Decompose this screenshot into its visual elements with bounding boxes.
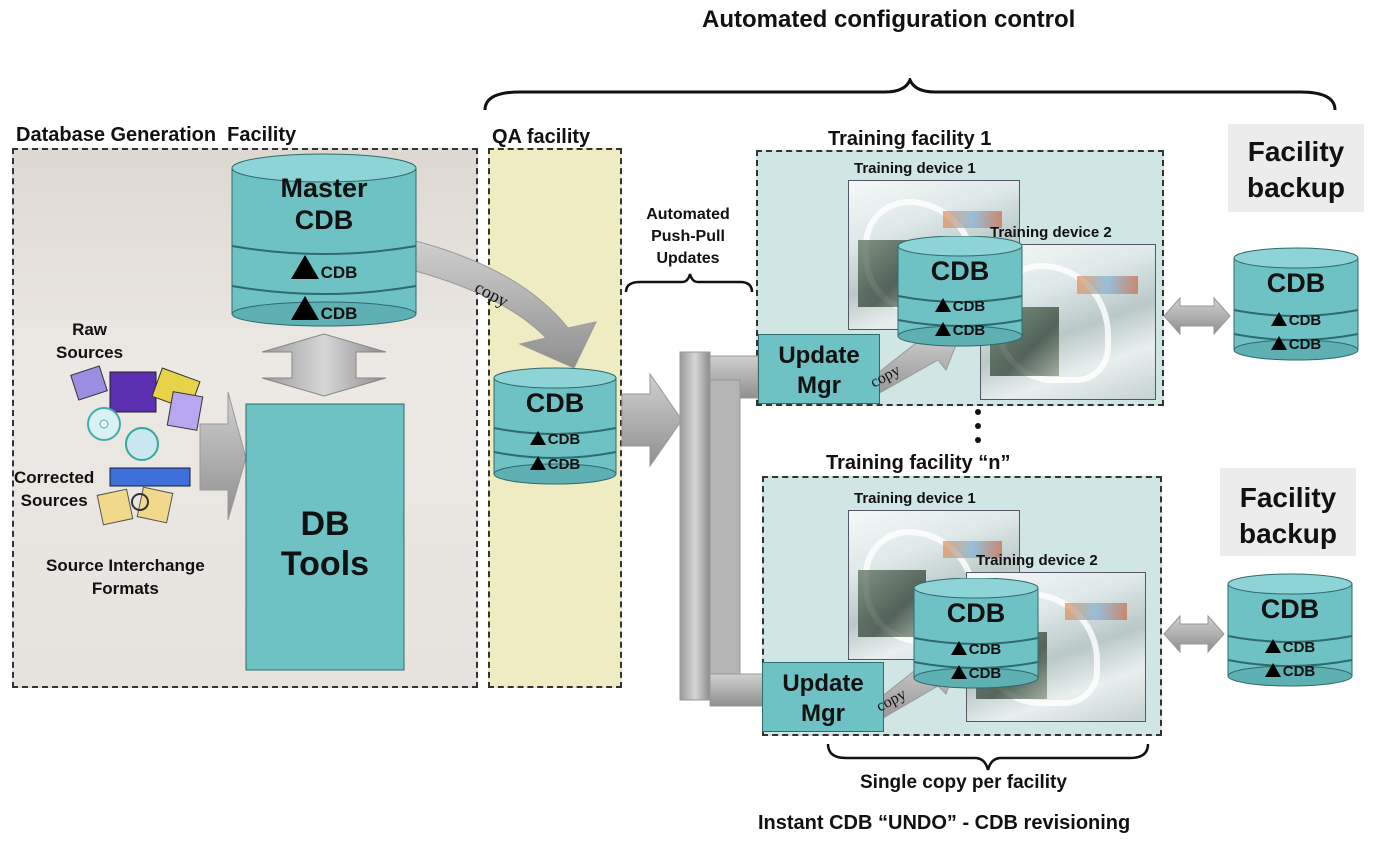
distribution-trunk: [679, 351, 711, 701]
revision-triangle-icon: [934, 322, 951, 336]
db-generation-label: Database Generation Facility: [16, 124, 297, 146]
qa-cdb-layer-2: CDB: [494, 456, 616, 473]
tfn-device-1-label: Training device 1: [854, 490, 976, 507]
training-facility-1-label: Training facility 1: [828, 128, 992, 150]
tfn-backup-double-arrow: [1163, 614, 1225, 654]
ellipsis-dot: [975, 423, 981, 429]
revision-triangle-icon: [950, 641, 967, 655]
backup-2-cdb-label: CDB: [1260, 594, 1320, 624]
corrected-sources-label: Corrected Sources: [14, 468, 95, 510]
bottom-brace: [826, 743, 1150, 771]
tfn-device-2-label: Training device 2: [976, 552, 1098, 569]
backup-1-layer-2: CDB: [1234, 336, 1358, 353]
qa-label: QA facility: [492, 126, 591, 148]
revision-triangle-icon: [950, 665, 967, 679]
tfn-cdb-layer-2: CDB: [912, 665, 1040, 682]
db-tools-label: DB Tools: [280, 505, 370, 583]
branch-to-tfn: [709, 673, 765, 707]
tfn-cdb-layer-1: CDB: [912, 641, 1040, 658]
tf1-device-1-label: Training device 1: [854, 160, 976, 177]
backup-1-cdb-label: CDB: [1266, 268, 1326, 298]
revision-triangle-icon: [529, 431, 546, 445]
distribution-trunk-inner: [709, 361, 741, 701]
sources-clipart: [70, 365, 204, 526]
master-cdb-layer-2: CDB: [232, 296, 416, 324]
revision-triangle-icon: [1270, 336, 1287, 350]
revision-triangle-icon: [1264, 663, 1281, 677]
ellipsis-dot: [975, 409, 981, 415]
revision-triangle-icon: [1270, 312, 1287, 326]
backup-1-label: Facility backup: [1246, 136, 1346, 203]
revision-triangle-icon: [934, 298, 951, 312]
backup-2-cylinder: [1227, 573, 1353, 687]
tf1-cdb-layer-1: CDB: [896, 298, 1024, 315]
backup-2-label: Facility backup: [1238, 482, 1338, 549]
backup-2-layer-1: CDB: [1228, 639, 1352, 656]
tfn-update-manager: Update Mgr: [762, 662, 884, 732]
tf1-cdb-layer-2: CDB: [896, 322, 1024, 339]
revision-triangle-icon: [1264, 639, 1281, 653]
tf1-cdb-label: CDB: [930, 256, 990, 286]
undo-label: Instant CDB “UNDO” - CDB revisioning: [758, 812, 1131, 834]
push-pull-label: Automated Push-Pull Updates: [646, 206, 730, 267]
backup-2-layer-2: CDB: [1228, 663, 1352, 680]
backup-1-panel: [1228, 124, 1364, 212]
revision-triangle-icon: [290, 255, 319, 279]
tf1-backup-double-arrow: [1163, 296, 1231, 336]
diagram-title: Automated configuration control: [702, 6, 1076, 33]
qa-cdb-label: CDB: [525, 388, 585, 418]
tf1-cdb-cylinder: [897, 236, 1023, 347]
master-cdb-layer-1: CDB: [232, 255, 416, 283]
revision-triangle-icon: [290, 296, 319, 320]
backup-1-layer-1: CDB: [1234, 312, 1358, 329]
master-cdb-cylinder: [231, 153, 417, 327]
training-facility-n-label: Training facility “n”: [826, 452, 1011, 474]
master-tools-double-arrow: [261, 333, 387, 397]
tfn-cdb-cylinder: [913, 578, 1039, 689]
ellipsis-dot: [975, 437, 981, 443]
push-pull-brace: [624, 273, 754, 293]
sources-to-tools-arrow: [199, 391, 247, 521]
master-cdb-label: Master CDB: [280, 173, 368, 235]
qa-to-trunk-arrow: [621, 372, 683, 468]
qa-cdb-layer-1: CDB: [494, 431, 616, 448]
tf1-update-manager: Update Mgr: [758, 334, 880, 404]
raw-sources-label: Raw Sources: [56, 320, 124, 362]
qa-cdb-cylinder: [493, 367, 617, 485]
top-brace: [483, 78, 1337, 111]
single-copy-label: Single copy per facility: [860, 772, 1067, 793]
revision-triangle-icon: [529, 456, 546, 470]
backup-1-cylinder: [1233, 247, 1359, 361]
backup-2-panel: [1220, 468, 1356, 556]
tfn-cdb-label: CDB: [946, 598, 1006, 628]
db-tools-box: [245, 403, 405, 671]
tf1-device-2-label: Training device 2: [990, 224, 1112, 241]
source-interchange-formats-label: Source Interchange Formats: [46, 556, 205, 598]
